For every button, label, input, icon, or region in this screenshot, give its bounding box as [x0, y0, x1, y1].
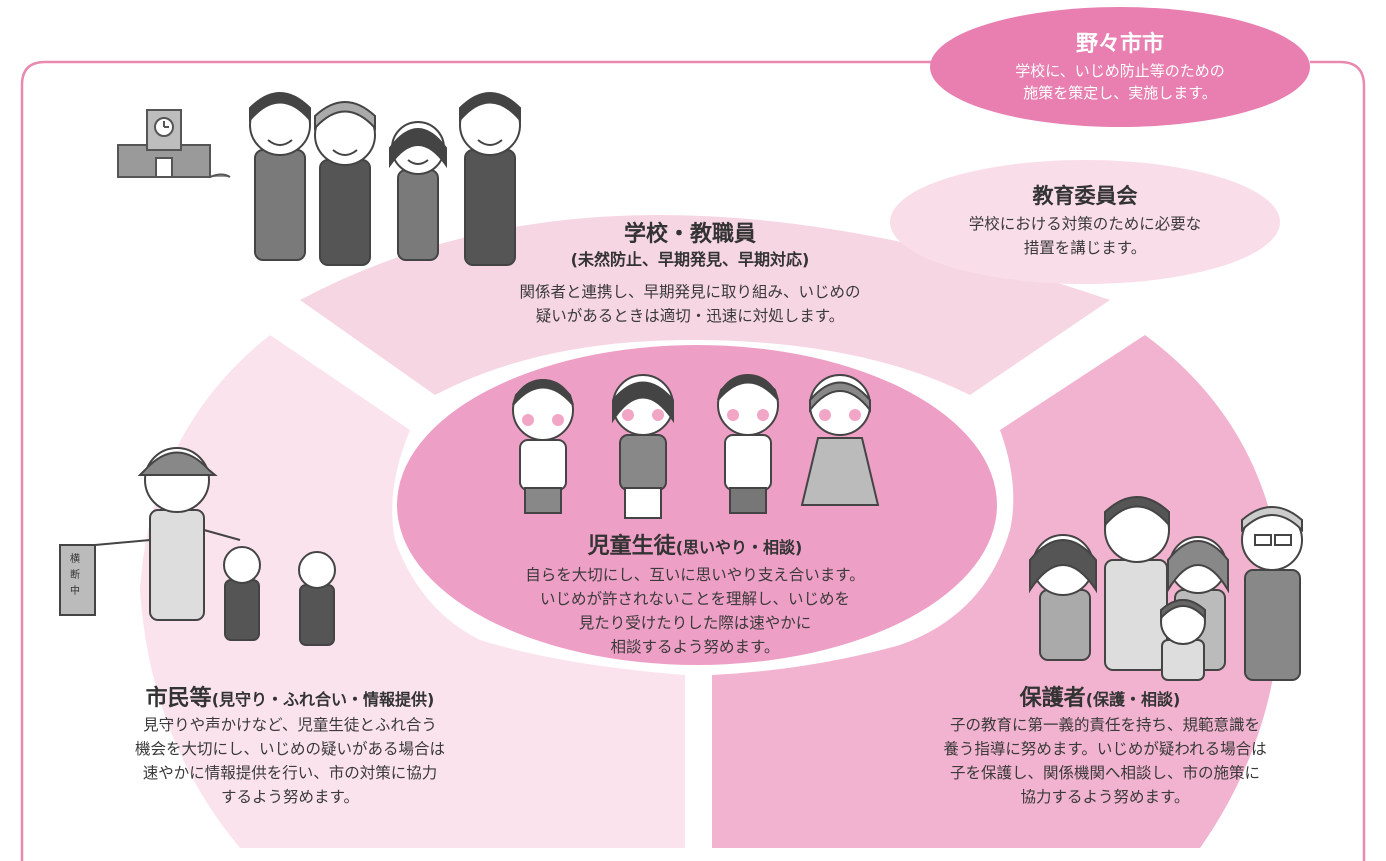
svg-text:中: 中	[70, 584, 80, 597]
students-heading: 児童生徒(思いやり・相談)	[520, 528, 870, 560]
citizens-title: 市民等	[145, 686, 212, 711]
svg-text:断: 断	[70, 568, 80, 581]
students-title: 児童生徒	[587, 534, 676, 559]
children-illustration	[512, 374, 880, 519]
school-title: 学校・教職員	[623, 222, 756, 247]
guardians-subtitle: (保護・相談)	[1085, 690, 1181, 709]
svg-text:横: 横	[70, 552, 80, 565]
family-illustration	[1029, 496, 1303, 681]
school-desc-line: 疑いがあるときは適切・迅速に対処します。	[535, 307, 845, 325]
board-desc-line: 学校における対策のために必要な	[968, 215, 1202, 233]
school-subtitle: (未然防止、早期発見、早期対応)	[570, 250, 810, 269]
school-desc: 関係者と連携し、早期発見に取り組み、いじめの 疑いがあるときは適切・迅速に対処し…	[470, 280, 910, 328]
guardians-desc-line: 養う指導に努めます。いじめが疑われる場合は	[943, 740, 1267, 758]
city-desc-line: 学校に、いじめ防止等のための	[1015, 62, 1225, 80]
guardians-heading: 保護者(保護・相談)	[950, 680, 1250, 712]
outer-frame	[20, 60, 1366, 861]
school-desc-line: 関係者と連携し、早期発見に取り組み、いじめの	[519, 283, 861, 301]
students-desc-line: いじめが許されないことを理解し、いじめを	[539, 590, 850, 608]
guardians-desc-line: 子の教育に第一義的責任を持ち、規範意識を	[949, 716, 1260, 734]
crossing-guard-illustration	[59, 447, 336, 646]
teachers-illustration	[249, 92, 521, 266]
board-title: 教育委員会	[1032, 184, 1138, 208]
guardians-desc-line: 子を保護し、関係機関へ相談し、市の施策に	[949, 764, 1260, 782]
citizens-desc-line: 速やかに情報提供を行い、市の対策に協力	[142, 764, 438, 782]
school-building-icon	[117, 109, 231, 178]
guardians-desc-line: 協力するよう努めます。	[1020, 788, 1190, 806]
board-oval	[890, 160, 1280, 284]
citizens-desc-line: 機会を大切にし、いじめの疑いがある場合は	[134, 740, 445, 758]
citizens-desc-line: 見守りや声かけなど、児童生徒とふれ合う	[143, 716, 437, 734]
crossing-flag-text: 横 断 中	[70, 552, 80, 597]
citizens-subtitle: (見守り・ふれ合い・情報提供)	[211, 690, 435, 709]
citizens-heading: 市民等(見守り・ふれ合い・情報提供)	[90, 680, 490, 712]
citizens-desc-line: するよう努めます。	[221, 788, 359, 806]
city-oval	[930, 7, 1310, 127]
guardians-segment	[712, 335, 1281, 848]
students-desc-line: 自らを大切にし、互いに思いやり支え合います。	[525, 566, 865, 584]
guardians-desc: 子の教育に第一義的責任を持ち、規範意識を 養う指導に努めます。いじめが疑われる場…	[905, 713, 1305, 809]
students-desc-line: 見たり受けたりした際は速やかに	[578, 614, 812, 632]
students-subtitle: (思いやり・相談)	[675, 538, 803, 557]
students-desc-line: 相談するよう努めます。	[610, 638, 780, 656]
city-desc: 学校に、いじめ防止等のための 施策を策定し、実施します。	[960, 60, 1280, 104]
city-title: 野々市市	[1075, 32, 1164, 57]
board-desc-line: 措置を講じます。	[1023, 239, 1147, 257]
board-desc: 学校における対策のために必要な 措置を講じます。	[925, 212, 1245, 260]
students-desc: 自らを大切にし、互いに思いやり支え合います。 いじめが許されないことを理解し、い…	[480, 563, 910, 659]
city-desc-line: 施策を策定し、実施します。	[1023, 84, 1217, 102]
citizens-segment	[140, 335, 685, 848]
citizens-desc: 見守りや声かけなど、児童生徒とふれ合う 機会を大切にし、いじめの疑いがある場合は…	[90, 713, 490, 809]
guardians-title: 保護者	[1019, 686, 1086, 711]
